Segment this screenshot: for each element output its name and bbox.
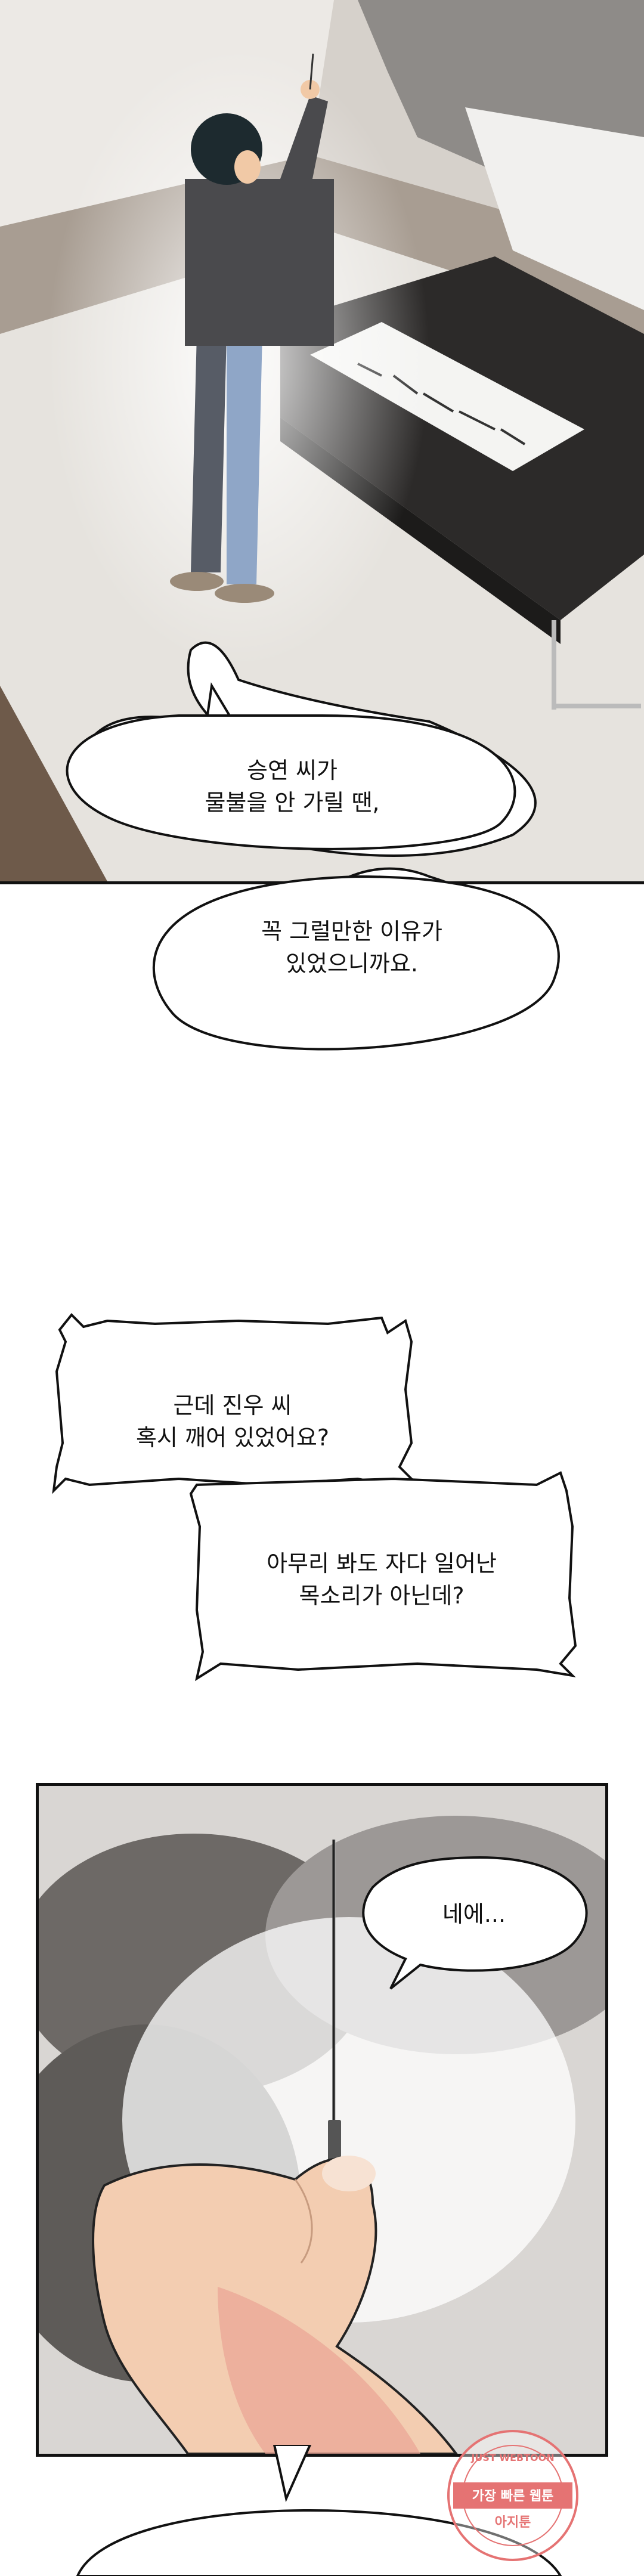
webtoon-watermark-stamp: JUST WEBTOON 가장 빠른 웹툰 아지툰 (441, 2424, 584, 2567)
speech-bubble-top (66, 714, 516, 850)
watermark-line2: 아지툰 (495, 2515, 531, 2530)
speech-bubble-panel3 (362, 1856, 588, 1990)
bubble-text-panel3: 네에... (442, 1901, 506, 1927)
shout-text-top: 근데 진우 씨 혹시 깨어 있었어요? (135, 1392, 329, 1451)
bubble-text-bottom: 꼭 그럴만한 이유가 있었으니까요. (261, 918, 442, 977)
shout-bubble-top (52, 1313, 414, 1494)
hand-needle-scene (39, 1786, 605, 2454)
watermark-logo-icon: JUST WEBTOON 가장 빠른 웹툰 아지툰 (447, 2430, 578, 2561)
speech-bubble-bottom (152, 875, 560, 1051)
man-figure (48, 48, 429, 668)
shout-bubble-bottom (189, 1471, 577, 1682)
panel-hand-needle: 네에... (36, 1783, 608, 2457)
shout-text-bottom: 아무리 봐도 자다 일어난 목소리가 아닌데? (267, 1550, 497, 1609)
bubble-text-top: 승연 씨가 물불을 안 가릴 땐, (205, 757, 380, 816)
watermark-ring-text: JUST WEBTOON (470, 2452, 554, 2463)
watermark-line1: 가장 빠른 웹툰 (472, 2489, 554, 2504)
